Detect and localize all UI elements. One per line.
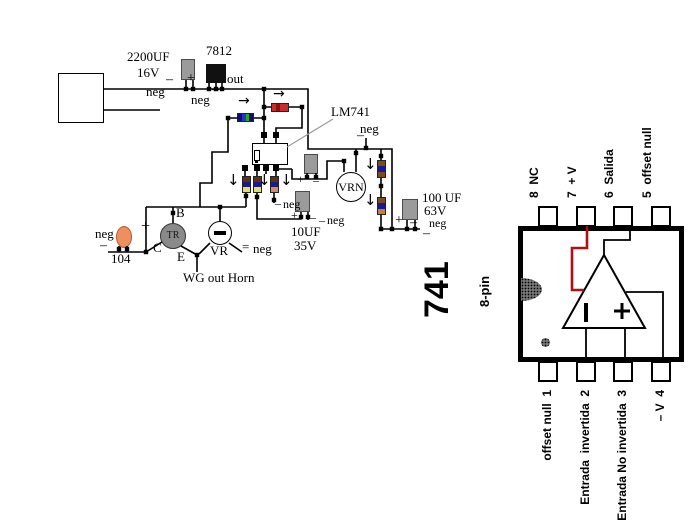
current-flow-down-icon: ↓ [227, 171, 240, 189]
lm741-ic-body [252, 143, 288, 165]
regulator-7812-label: 7812 [206, 43, 232, 58]
capacitor-2200uf [181, 59, 195, 80]
pin-4 [651, 361, 671, 382]
vr-potentiometer [208, 221, 232, 245]
resistor-chain-b [377, 197, 386, 215]
minus-sign: – [310, 210, 316, 224]
neg-label: neg [191, 92, 210, 107]
pin-2-label: Entrada invertida 2 [578, 390, 592, 505]
transistor-label: TR [166, 230, 180, 241]
cap-10uf-label: 10UF [291, 224, 321, 239]
current-flow-down-icon: ↓ [280, 171, 293, 189]
minus-sign: – [410, 215, 417, 230]
neg-label: neg [253, 241, 272, 256]
pin-5-label: 5 offset null [640, 127, 654, 198]
plus-sign: + [297, 172, 304, 186]
pin-6-label: 6 Salida [602, 149, 616, 198]
pin-3-label: Entrada No invertida 3 [615, 390, 629, 521]
output-note-label: WG out Horn [183, 270, 255, 285]
opamp-ref-label: LM741 [331, 104, 370, 119]
plus-sign: + [395, 213, 403, 228]
resistor-blue-green [237, 113, 254, 122]
vr-label: VR [210, 243, 229, 258]
current-flow-down-icon: ↓ [258, 171, 271, 189]
pin-7 [576, 206, 596, 227]
pin-1-label: offset null 1 [540, 390, 554, 461]
lm741-pointer-line [286, 118, 334, 148]
cap-10uf-voltage: 35V [294, 238, 317, 253]
cap-100uf-voltage: 63V [424, 203, 447, 218]
current-flow-right-icon: → [273, 86, 285, 102]
regulator-7812-body [206, 64, 226, 83]
pin-8-label: 8 NC [527, 167, 541, 198]
plus-sign: + [141, 218, 151, 235]
transformer-box [58, 73, 104, 123]
ground-symbol: = [242, 239, 250, 254]
pin-8 [538, 206, 558, 227]
cap-104-label: 104 [111, 251, 131, 266]
transistor-base-label: B [176, 205, 185, 220]
pin-7-label: 7 + V [565, 166, 579, 198]
resistor-chain-a [377, 160, 386, 178]
minus-sign: – [357, 128, 364, 143]
neg-label: neg [327, 213, 345, 227]
resistor-red [271, 103, 289, 112]
current-flow-down-icon: ↓ [364, 155, 377, 173]
dip-pin1-dot [541, 338, 550, 347]
current-flow-down-icon: ↓ [364, 191, 377, 209]
pin-5 [651, 206, 671, 227]
pinout-title: 741 [418, 261, 456, 318]
current-flow-right-icon: → [238, 93, 250, 109]
vrn-trimmer: VRN [336, 172, 366, 202]
cap-2200uf-label: 2200UF [127, 49, 170, 64]
regulator-out-label: out [227, 71, 244, 86]
minus-sign: – [166, 72, 173, 87]
staircase-wire-base [199, 117, 238, 207]
ic-pin1-dot [255, 160, 258, 163]
cap-100uf-label: 100 UF [422, 190, 462, 205]
minus-sign: – [423, 226, 430, 241]
pin-4-label: – V 4 [653, 390, 667, 422]
pinout-package-label: 8-pin [477, 275, 492, 307]
minus-sign: – [100, 238, 107, 253]
pin-2 [576, 361, 596, 382]
neg-label: neg [429, 216, 447, 230]
capacitor-104 [116, 226, 132, 248]
resistor-vertical-1 [242, 176, 251, 193]
capacitor-small [304, 154, 318, 174]
vrn-label: VRN [338, 180, 364, 194]
transistor-collector-label: C [153, 240, 162, 255]
neg-label: neg [146, 84, 165, 99]
resistor-vertical-3 [270, 176, 279, 193]
minus-sign: – [212, 82, 219, 97]
vr-wiper-mark [214, 231, 226, 235]
pin-1 [538, 361, 558, 382]
minus-sign: – [275, 196, 281, 210]
plus-sign: + [291, 208, 298, 222]
dip-notch [521, 278, 542, 301]
minus-sign: – [313, 173, 319, 187]
transistor-emitter-label: E [177, 249, 185, 264]
cap-2200uf-voltage: 16V [137, 65, 160, 80]
pin-6 [613, 206, 633, 227]
neg-label: neg [95, 226, 114, 241]
transistor-tr: TR [160, 223, 186, 249]
pin-3 [613, 361, 633, 382]
plus-sign: + [187, 71, 195, 86]
